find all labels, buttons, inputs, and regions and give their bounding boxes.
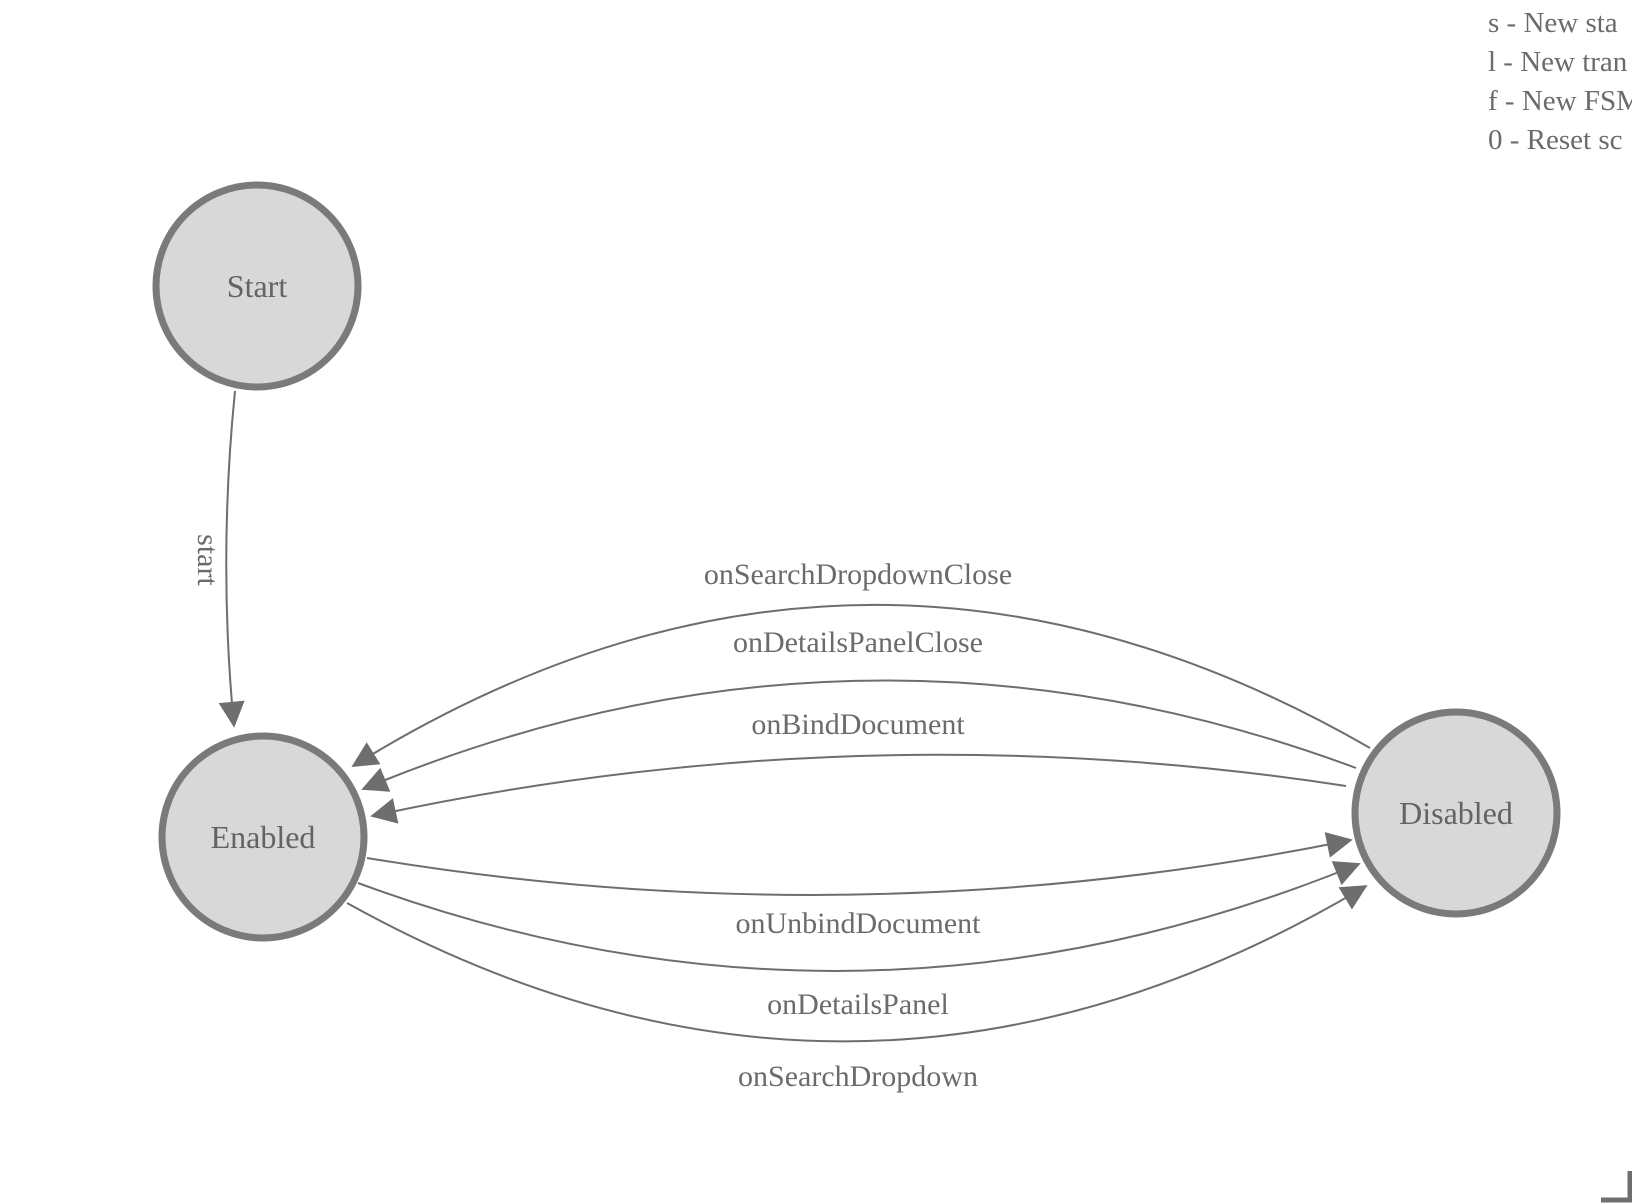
transition-label-ondetailspanel[interactable]: onDetailsPanel (767, 988, 949, 1021)
state-circle-disabled[interactable] (1351, 708, 1561, 918)
transition-edge-onsearchdropdown[interactable] (346, 885, 1368, 1043)
transition-label-start[interactable]: start (191, 534, 224, 586)
transition-edge-onbinddocument[interactable] (370, 753, 1347, 824)
legend-line-new-fsm: f - New FSM (1488, 85, 1632, 117)
legend-line-new-state: s - New sta (1488, 7, 1618, 39)
state-circle-enabled[interactable] (158, 732, 368, 942)
state-label-disabled: Disabled (1399, 795, 1513, 831)
transition-label-ondetailspanelclose[interactable]: onDetailsPanelClose (733, 626, 983, 659)
state-node-enabled[interactable]: Enabled (158, 732, 368, 942)
state-node-disabled[interactable]: Disabled (1351, 708, 1561, 918)
canvas-corner-handle (1601, 1171, 1632, 1203)
transition-label-onunbinddocument[interactable]: onUnbindDocument (736, 907, 982, 940)
transition-edge-onunbinddocument[interactable] (366, 832, 1353, 896)
transition-edge-ondetailspanelclose[interactable] (361, 679, 1357, 792)
state-label-enabled: Enabled (211, 819, 316, 855)
shortcut-legend: s - New sta l - New tran f - New FSM 0 -… (1488, 4, 1632, 160)
legend-line-reset: 0 - Reset sc (1488, 124, 1623, 156)
state-node-start[interactable]: Start (152, 181, 362, 391)
transition-label-onbinddocument[interactable]: onBindDocument (751, 708, 965, 741)
transition-edge-onsearchdropdownclose[interactable] (351, 603, 1371, 767)
transition-edge-ondetailspanel[interactable] (357, 861, 1361, 972)
state-circle-start[interactable] (152, 181, 362, 391)
transition-label-onsearchdropdownclose[interactable]: onSearchDropdownClose (704, 558, 1012, 591)
transition-label-onsearchdropdown[interactable]: onSearchDropdown (738, 1060, 978, 1093)
state-label-start: Start (227, 268, 288, 304)
legend-line-new-transition: l - New tran (1488, 46, 1628, 78)
transition-edge-start[interactable] (218, 390, 245, 728)
